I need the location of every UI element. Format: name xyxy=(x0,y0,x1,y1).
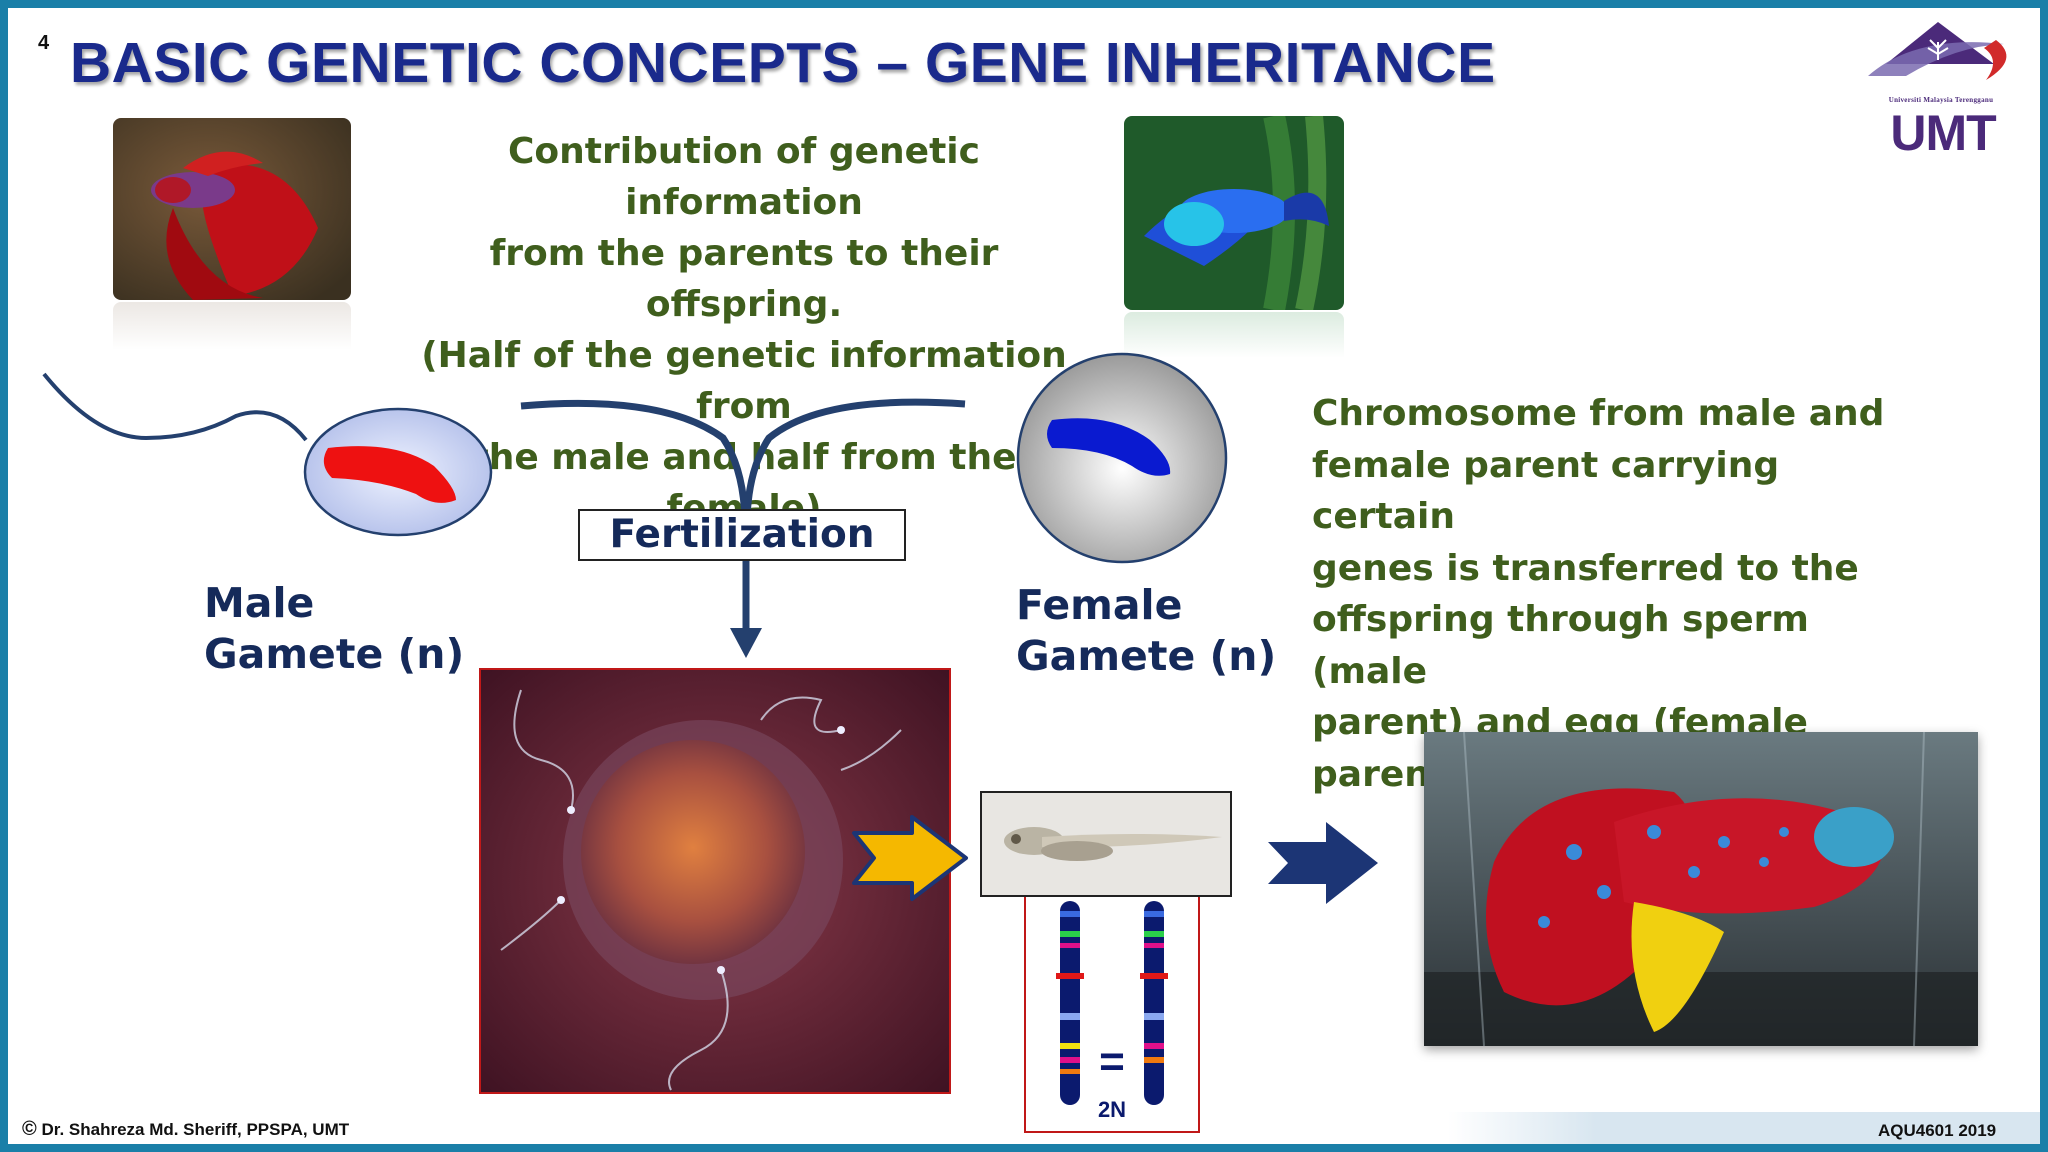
intro-line: (Half of the genetic information from xyxy=(421,335,1067,427)
footer-course-code: AQU4601 2019 xyxy=(1878,1121,1997,1140)
slide-title: BASIC GENETIC CONCEPTS – GENE INHERITANC… xyxy=(70,31,1496,95)
female-betta-reflection xyxy=(1124,312,1344,358)
female-gamete-line: Female xyxy=(1016,581,1183,629)
university-acronym: UMT xyxy=(1890,105,1996,161)
male-gamete-line: Male xyxy=(204,579,315,627)
offspring-betta-photo xyxy=(1424,732,1978,1046)
male-betta-photo xyxy=(113,118,351,300)
footer-decor xyxy=(1448,1112,2040,1144)
copyright-icon: © xyxy=(22,1118,37,1140)
credit-text: Dr. Shahreza Md. Sheriff, PPSPA, UMT xyxy=(41,1120,350,1139)
footer-credit: © Dr. Shahreza Md. Sheriff, PPSPA, UMT xyxy=(22,1118,349,1141)
chromosome-note-line: genes is transferred to the xyxy=(1312,547,1859,589)
intro-line: from the parents to their offspring. xyxy=(489,233,999,325)
female-chromosome xyxy=(1047,418,1171,476)
equals-sign: = xyxy=(1099,1037,1125,1086)
female-gamete-line: Gamete (n) xyxy=(1016,632,1277,680)
umt-logo: Universiti Malaysia Terengganu UMT xyxy=(1846,14,2026,164)
ploidy-label: 2N xyxy=(1097,1097,1127,1122)
slide-number: 4 xyxy=(38,32,50,54)
male-chromosome xyxy=(323,446,456,503)
fertilization-arrow xyxy=(513,388,973,668)
larva-photo xyxy=(980,791,1232,897)
sperm-tail xyxy=(42,372,308,442)
chromosome-note-line: Chromosome from male and xyxy=(1312,393,1885,434)
chromosome-left xyxy=(1060,901,1080,1105)
chromosome-note-line: offspring through sperm (male xyxy=(1312,599,1809,692)
female-betta-photo xyxy=(1124,116,1344,310)
female-gamete-label: Female Gamete (n) xyxy=(1016,580,1276,682)
egg-diagram xyxy=(1012,348,1232,568)
karyotype-panel: = 2N xyxy=(1024,897,1200,1133)
male-gamete-line: Gamete (n) xyxy=(204,630,465,678)
chromosome-right xyxy=(1144,901,1164,1105)
university-name: Universiti Malaysia Terengganu xyxy=(1888,96,1994,104)
male-gamete-label: Male Gamete (n) xyxy=(204,578,464,680)
male-betta-reflection xyxy=(113,302,351,350)
chromosome-note-line: female parent carrying certain xyxy=(1312,444,1780,538)
sperm-diagram xyxy=(36,368,496,548)
intro-line: Contribution of genetic information xyxy=(508,131,980,223)
umt-emblem-icon xyxy=(1868,22,2007,80)
slide: 4 BASIC GENETIC CONCEPTS – GENE INHERITA… xyxy=(8,8,2040,1144)
fertilization-label: Fertilization xyxy=(578,509,906,561)
navy-arrow-icon xyxy=(1266,820,1382,906)
yellow-arrow-icon xyxy=(850,813,970,903)
